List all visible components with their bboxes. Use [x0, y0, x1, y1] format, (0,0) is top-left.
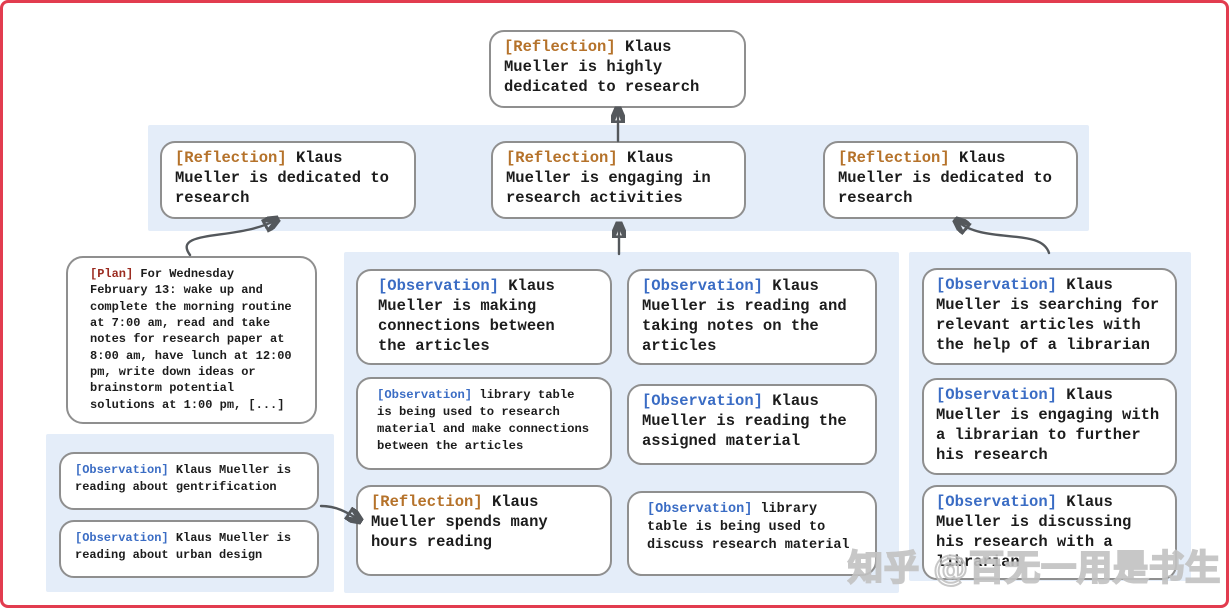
node-obs-reading-assigned: [Observation] Klaus Mueller is reading t…: [627, 384, 877, 465]
node-obs-discussing-research: [Observation] Klaus Mueller is discussin…: [922, 485, 1177, 580]
node-text: Klaus Mueller is dedicated to research: [838, 149, 1052, 208]
node-plan: [Plan] For Wednesday February 13: wake u…: [66, 256, 317, 424]
node-tag: [Plan]: [90, 267, 134, 281]
node-tag: [Observation]: [377, 388, 473, 402]
node-text: Klaus Mueller is making connections betw…: [378, 277, 555, 356]
node-text: Klaus Mueller is engaging in research ac…: [506, 149, 711, 208]
node-tag: [Reflection]: [838, 149, 950, 167]
node-tag: [Reflection]: [371, 493, 483, 511]
node-tag: [Observation]: [378, 277, 499, 295]
node-obs-library-table-discuss: [Observation] library table is being use…: [627, 491, 877, 576]
node-obs-gentrification: [Observation] Klaus Mueller is reading a…: [59, 452, 319, 510]
node-tag: [Observation]: [75, 463, 169, 477]
node-reflection-left: [Reflection] Klaus Mueller is dedicated …: [160, 141, 416, 219]
node-reflection-right: [Reflection] Klaus Mueller is dedicated …: [823, 141, 1078, 219]
node-text: Klaus Mueller is engaging with a librari…: [936, 386, 1160, 465]
node-root-reflection: [Reflection] Klaus Mueller is highly ded…: [489, 30, 746, 108]
node-tag: [Observation]: [647, 502, 753, 517]
node-text: Klaus Mueller is reading and taking note…: [642, 277, 847, 356]
node-text: Klaus Mueller is reading about urban des…: [75, 531, 292, 562]
node-tag: [Reflection]: [504, 38, 616, 56]
node-tag: [Observation]: [936, 386, 1057, 404]
node-text: Klaus Mueller is discussing his research…: [936, 493, 1132, 572]
node-reflection-middle: [Reflection] Klaus Mueller is engaging i…: [491, 141, 746, 219]
node-text: Klaus Mueller is reading the assigned ma…: [642, 392, 847, 451]
node-tag: [Observation]: [642, 277, 763, 295]
node-obs-library-table-research: [Observation] library table is being use…: [356, 377, 612, 470]
node-text: library table is being used to discuss r…: [647, 502, 850, 554]
node-tag: [Reflection]: [175, 149, 287, 167]
node-tag: [Observation]: [642, 392, 763, 410]
node-tag: [Observation]: [75, 531, 169, 545]
node-text: library table is being used to research …: [377, 388, 590, 454]
node-text: Klaus Mueller is dedicated to research: [175, 149, 389, 208]
node-tag: [Reflection]: [506, 149, 618, 167]
watermark: 知乎 @百无一用是书生: [847, 548, 1222, 590]
node-text: Klaus Mueller is reading about gentrific…: [75, 463, 292, 494]
node-obs-taking-notes: [Observation] Klaus Mueller is reading a…: [627, 269, 877, 365]
node-obs-searching-articles: [Observation] Klaus Mueller is searching…: [922, 268, 1177, 365]
node-obs-making-connections: [Observation] Klaus Mueller is making co…: [356, 269, 612, 365]
node-obs-engaging-librarian: [Observation] Klaus Mueller is engaging …: [922, 378, 1177, 475]
node-text: Klaus Mueller is highly dedicated to res…: [504, 38, 700, 97]
node-text: Klaus Mueller spends many hours reading: [371, 493, 548, 552]
node-tag: [Observation]: [936, 493, 1057, 511]
node-tag: [Observation]: [936, 276, 1057, 294]
node-text: For Wednesday February 13: wake up and c…: [90, 267, 292, 412]
node-text: Klaus Mueller is searching for relevant …: [936, 276, 1160, 355]
node-obs-urban-design: [Observation] Klaus Mueller is reading a…: [59, 520, 319, 578]
node-reflection-hours-reading: [Reflection] Klaus Mueller spends many h…: [356, 485, 612, 576]
